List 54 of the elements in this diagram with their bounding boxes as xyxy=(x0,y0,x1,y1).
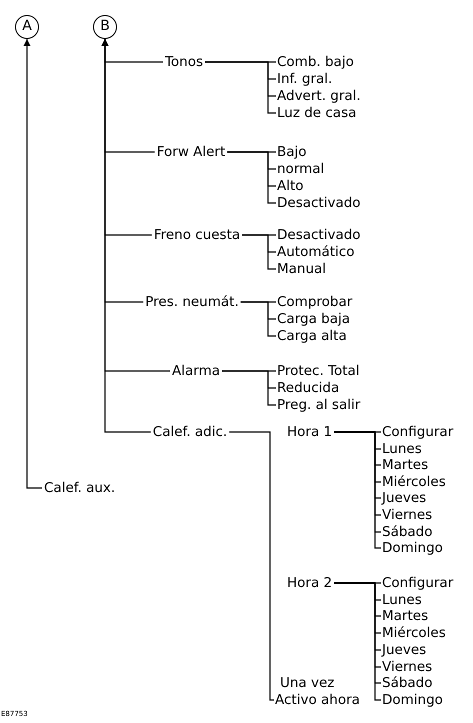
menu-option: Configurar xyxy=(382,575,454,591)
menu-option: Sábado xyxy=(382,524,433,540)
menu-item: Pres. neumát. xyxy=(145,294,239,310)
menu-option: Lunes xyxy=(382,441,422,457)
menu-option: Reducida xyxy=(277,380,340,396)
menu-item: Alarma xyxy=(172,363,220,379)
menu-option: Martes xyxy=(382,608,428,624)
connector-line xyxy=(242,234,276,270)
menu-option: Desactivado xyxy=(277,195,361,211)
menu-item: Calef. adic. xyxy=(152,424,228,440)
menu-option: Una vez xyxy=(280,675,334,691)
menu-option: Jueves xyxy=(382,490,426,506)
menu-option: Preg. al salir xyxy=(277,397,360,413)
menu-option: Protec. Total xyxy=(277,363,360,379)
connector-line xyxy=(222,370,276,406)
menu-option: Advert. gral. xyxy=(277,88,361,104)
reference-circle: A xyxy=(15,15,39,39)
arrow xyxy=(24,39,42,489)
menu-option: Luz de casa xyxy=(277,105,356,121)
connector-line xyxy=(240,301,276,337)
menu-option: Inf. gral. xyxy=(277,71,332,87)
submenu-item: Hora 1 xyxy=(287,424,332,440)
menu-option: Miércoles xyxy=(382,474,446,490)
menu-option: Comb. bajo xyxy=(277,54,354,70)
connector-line xyxy=(229,431,274,701)
menu-option: Sábado xyxy=(382,675,433,691)
menu-option: Jueves xyxy=(382,642,426,658)
arrow xyxy=(102,39,151,433)
menu-item: Calef. aux. xyxy=(44,480,116,496)
menu-option: Bajo xyxy=(277,144,307,160)
menu-item: Freno cuesta xyxy=(154,227,240,243)
menu-option: Activo ahora xyxy=(275,692,360,708)
menu-item: Tonos xyxy=(164,54,204,70)
menu-option: Lunes xyxy=(382,592,422,608)
menu-option: Automático xyxy=(277,244,354,260)
menu-option: Comprobar xyxy=(277,294,352,310)
menu-option: Carga alta xyxy=(277,328,347,344)
menu-option: Viernes xyxy=(382,659,432,675)
menu-option: Domingo xyxy=(382,692,443,708)
menu-option: Miércoles xyxy=(382,625,446,641)
connector-line xyxy=(205,61,276,114)
menu-option: Carga baja xyxy=(277,311,350,327)
menu-option: Alto xyxy=(277,178,304,194)
reference-circle: B xyxy=(93,15,117,39)
menu-item: Forw Alert xyxy=(156,144,226,160)
menu-option: Viernes xyxy=(382,507,432,523)
menu-option: Manual xyxy=(277,261,326,277)
connector-line xyxy=(227,151,276,204)
menu-option: Configurar xyxy=(382,424,454,440)
submenu-item: Hora 2 xyxy=(287,575,332,591)
menu-option: normal xyxy=(277,161,324,177)
menu-option: Domingo xyxy=(382,540,443,556)
menu-option: Desactivado xyxy=(277,227,361,243)
menu-option: Martes xyxy=(382,457,428,473)
